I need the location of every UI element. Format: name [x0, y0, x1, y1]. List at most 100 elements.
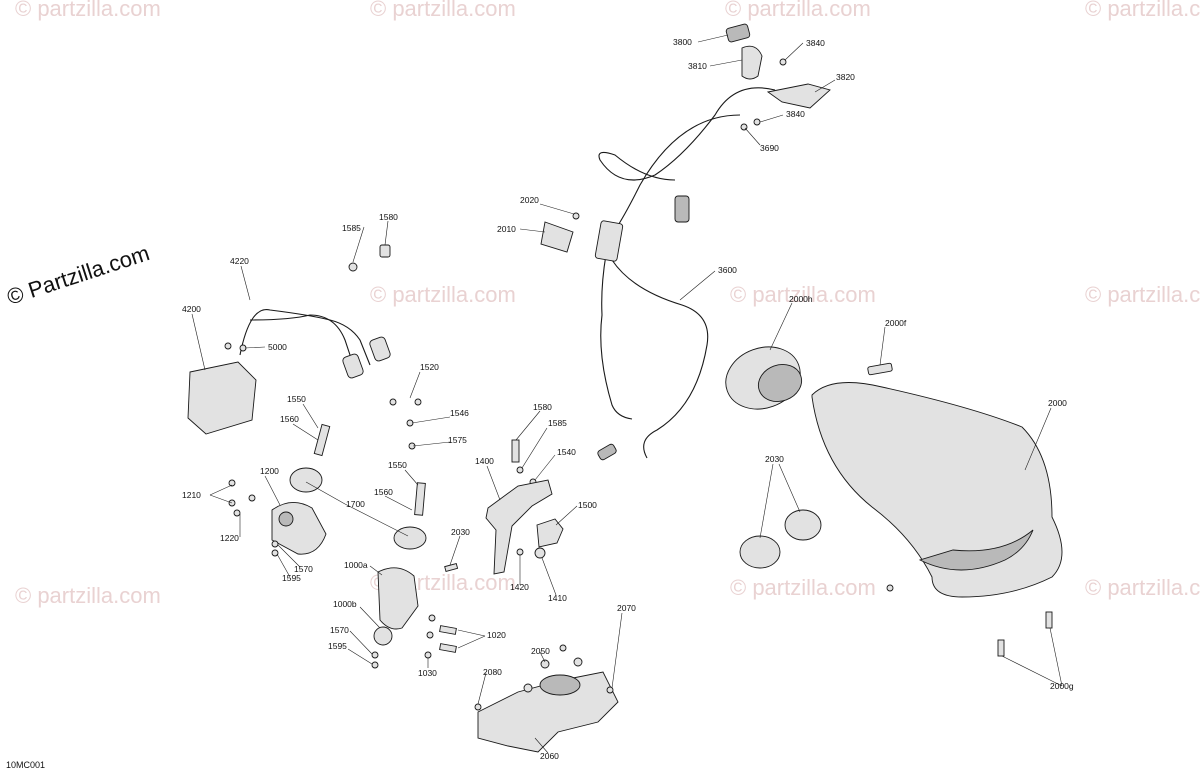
callout-1570: 1570: [294, 564, 313, 574]
throttle-cable-assembly: [540, 23, 831, 461]
nut-1410: [534, 547, 546, 559]
callout-1595: 1595: [282, 573, 301, 583]
washer-1585: [348, 262, 358, 272]
callout-2070: 2070: [617, 603, 636, 613]
callout-4220: 4220: [230, 256, 249, 266]
washer-1570: [271, 540, 279, 548]
watermark: © partzilla.com: [370, 0, 516, 21]
screw-2000g: [997, 639, 1005, 657]
bolt-1220: [233, 509, 241, 517]
callout-1580: 1580: [533, 402, 552, 412]
callout-1200: 1200: [260, 466, 279, 476]
washer-1570: [371, 651, 379, 659]
ignition-coil-assembly: [187, 244, 391, 435]
callout-1500: 1500: [578, 500, 597, 510]
callout-1585: 1585: [548, 418, 567, 428]
plate-1550: [393, 526, 427, 550]
leader-lines: [191, 34, 1063, 754]
callout-1000a: 1000a: [344, 560, 368, 570]
callout-1550: 1550: [388, 460, 407, 470]
spark-plug-boot: [342, 353, 364, 379]
watermark: © partzilla.com: [730, 282, 876, 307]
callout-1000b: 1000b: [333, 599, 357, 609]
airbox-lower: [918, 529, 1034, 571]
nut-1520: [414, 398, 422, 406]
callout-3800: 3800: [673, 37, 692, 47]
bracket-3820: [766, 83, 831, 109]
engine-mount-left: [228, 423, 331, 557]
connector-3800: [725, 23, 751, 43]
callout-1550: 1550: [287, 394, 306, 404]
watermark: © partzilla.com: [730, 575, 876, 600]
bolt-1580: [511, 439, 520, 463]
callout-3690: 3690: [760, 143, 779, 153]
callout-1560: 1560: [280, 414, 299, 424]
callout-2030: 2030: [765, 454, 784, 464]
callout-5000: 5000: [268, 342, 287, 352]
washer: [248, 494, 256, 502]
bolt-2030: [444, 562, 459, 573]
watermark: © partzilla.com: [1085, 0, 1200, 21]
airbox-2000: [811, 382, 1063, 598]
clip-2050: [559, 644, 567, 652]
skid-plate-assembly: [474, 644, 619, 753]
airbox-assembly: [725, 346, 1063, 657]
screw-2080: [474, 703, 482, 711]
clip-2050: [573, 657, 583, 667]
watermark: © partzilla.com: [1085, 282, 1200, 307]
callout-1520: 1520: [420, 362, 439, 372]
screw-3840: [779, 58, 787, 66]
watermark: © partzilla.com: [15, 583, 161, 608]
bracket-1400: [485, 479, 553, 575]
clamp-2030: [784, 509, 822, 541]
nut-1420: [516, 548, 524, 556]
callout-1575: 1575: [448, 435, 467, 445]
mount-1000a: [377, 567, 419, 630]
clip-2050: [523, 683, 533, 693]
callout-labels: 3800 3810 3840 3820 3840 3690 2020 2010 …: [182, 37, 1074, 761]
callout-3600: 3600: [718, 265, 737, 275]
nut-1595: [371, 661, 379, 669]
callout-1020: 1020: [487, 630, 506, 640]
screw-5000: [224, 342, 232, 350]
callout-1540: 1540: [557, 447, 576, 457]
bolt-1030: [424, 651, 432, 659]
callout-1546: 1546: [450, 408, 469, 418]
bolt-1020: [439, 625, 457, 635]
callout-4200: 4200: [182, 304, 201, 314]
callout-1570: 1570: [330, 625, 349, 635]
bolt-1560: [313, 423, 331, 457]
callout-2020: 2020: [520, 195, 539, 205]
callout-2060: 2060: [540, 751, 559, 761]
spark-plug-boot: [369, 336, 391, 362]
switch-2010: [540, 221, 574, 253]
clamp-2030: [739, 535, 781, 569]
washer-1585: [516, 466, 524, 474]
clip-2050: [540, 659, 550, 669]
callout-3810: 3810: [688, 61, 707, 71]
callout-1595: 1595: [328, 641, 347, 651]
clamp-2000f: [867, 362, 893, 376]
callout-2000g: 2000g: [1050, 681, 1074, 691]
callout-2000f: 2000f: [885, 318, 907, 328]
callout-1420: 1420: [510, 582, 529, 592]
engine-mount-center: [371, 398, 459, 669]
watermark: © partzilla.com: [725, 0, 871, 21]
callout-1220: 1220: [220, 533, 239, 543]
mount-1500: [536, 518, 564, 548]
callout-1400: 1400: [475, 456, 494, 466]
cable-end: [597, 443, 617, 461]
callout-1030: 1030: [418, 668, 437, 678]
callout-3840: 3840: [806, 38, 825, 48]
callout-2010: 2010: [497, 224, 516, 234]
callout-2080: 2080: [483, 667, 502, 677]
callout-1580: 1580: [379, 212, 398, 222]
callout-3820: 3820: [836, 72, 855, 82]
callout-2030: 2030: [451, 527, 470, 537]
bolt-1020: [439, 643, 457, 653]
mount-pad: [539, 674, 581, 696]
callout-2000: 2000: [1048, 398, 1067, 408]
callout-1560: 1560: [374, 487, 393, 497]
mount-1000b: [373, 626, 393, 646]
callout-3840: 3840: [786, 109, 805, 119]
